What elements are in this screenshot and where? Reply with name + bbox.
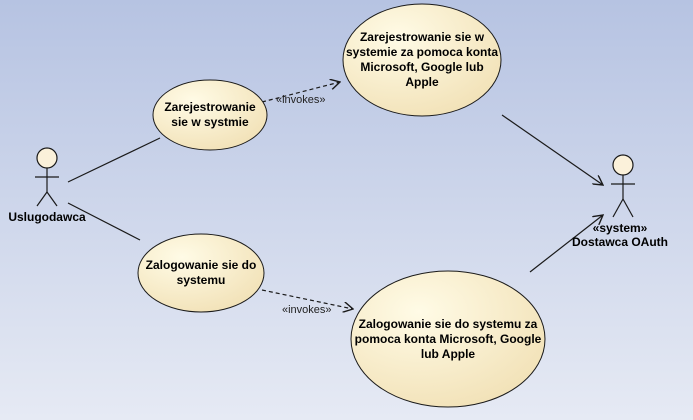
usecase-login-ext-label: Zalogowanie sie do systemu za pomoca kon… (354, 316, 542, 361)
usecase-login-ext-shape[interactable] (350, 270, 546, 408)
invokes-label-register: «invokes» (276, 94, 326, 106)
usecase-login-label: Zalogowanie sie do systemu (145, 258, 257, 287)
usecase-register-label: Zarejestrowanie sie w systmie (164, 100, 256, 129)
association-uslugodawca-login (67, 202, 141, 241)
invokes-label-login: «invokes» (282, 304, 332, 316)
usecase-register-shape[interactable] (152, 79, 268, 151)
association-uslugodawca-register (67, 137, 161, 183)
actor-dostawca-name: Dostawca OAuth (571, 235, 668, 249)
invokes-arrow-login (261, 289, 353, 309)
usecase-register-ext-label: Zarejestrowanie sie w systemie za pomoca… (345, 30, 499, 89)
actor-dostawca-figure[interactable] (611, 154, 635, 218)
actor-uslugodawca-name: Uslugodawca (8, 210, 86, 224)
actor-dostawca-stereotype: «system» (592, 221, 648, 235)
usecase-register-ext-shape[interactable] (342, 3, 502, 117)
usecase-login-shape[interactable] (137, 233, 265, 313)
actor-uslugodawca-figure[interactable] (35, 147, 59, 207)
actor-head-icon (612, 154, 634, 176)
association-login-ext-dostawca (529, 215, 603, 273)
actor-head-icon (36, 147, 58, 169)
actor-dostawca-label: «system» Dostawca OAuth (570, 221, 670, 249)
association-register-ext-dostawca (501, 114, 603, 185)
